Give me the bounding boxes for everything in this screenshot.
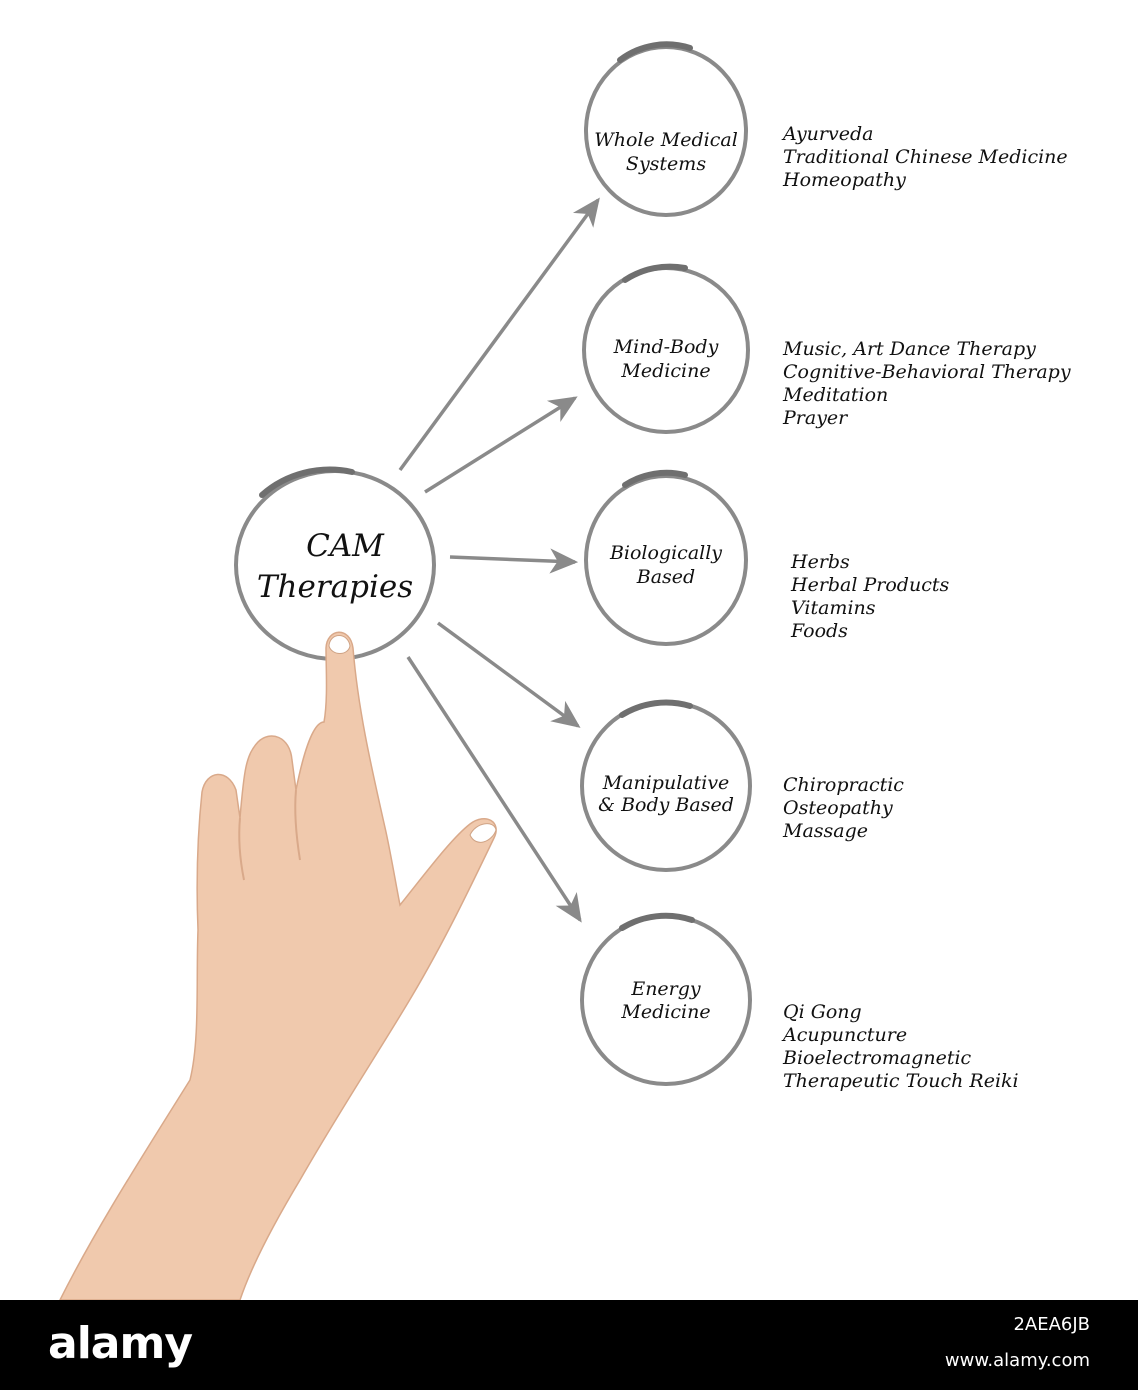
list-item: Vitamins bbox=[791, 597, 876, 619]
footer-logo: alamy bbox=[48, 1318, 193, 1369]
list-item: Meditation bbox=[782, 384, 888, 406]
center-title-line1: CAM bbox=[306, 528, 385, 564]
list-item: Chiropractic bbox=[783, 774, 904, 796]
footer-image-id: 2AEA6JB bbox=[1013, 1314, 1090, 1335]
pointing-hand-icon bbox=[59, 631, 497, 1300]
branch-biologically-based: Biologically Based bbox=[584, 469, 748, 646]
branch-manipulative-body-based: Manipulative & Body Based bbox=[580, 699, 752, 872]
list-item: Herbal Products bbox=[790, 574, 949, 596]
list-item: Traditional Chinese Medicine bbox=[783, 146, 1068, 168]
branch-label-line1: Biologically bbox=[609, 542, 722, 564]
cam-diagram: CAM Therapies Whole Medical Systems Mind… bbox=[59, 41, 1071, 1300]
list-item: Qi Gong bbox=[783, 1001, 862, 1023]
item-list-energy-medicine: Qi Gong Acupuncture Bioelectromagnetic T… bbox=[781, 1001, 1019, 1092]
branch-label-line2: & Body Based bbox=[598, 794, 734, 816]
branch-label-line1: Whole Medical bbox=[594, 129, 738, 151]
branch-label-line2: Medicine bbox=[620, 360, 710, 382]
branch-label-line2: Based bbox=[636, 566, 695, 588]
branch-whole-medical-systems: Whole Medical Systems bbox=[584, 41, 748, 217]
branch-label-line2: Systems bbox=[626, 153, 706, 175]
branch-label-line2: Medicine bbox=[620, 1001, 710, 1023]
branch-label-line1: Manipulative bbox=[602, 772, 730, 794]
watermark-footer: alamy 2AEA6JB www.alamy.com bbox=[0, 1300, 1138, 1390]
branch-label-line1: Energy bbox=[630, 978, 701, 1000]
branch-energy-medicine: Energy Medicine bbox=[580, 912, 752, 1086]
list-item: Bioelectromagnetic bbox=[782, 1047, 972, 1069]
arrow-to-whole-medical bbox=[398, 197, 600, 472]
arrow-to-energy-medicine bbox=[406, 656, 582, 923]
branch-label-line1: Mind-Body bbox=[613, 336, 719, 358]
item-list-manipulative: Chiropractic Osteopathy Massage bbox=[782, 774, 904, 842]
center-node: CAM Therapies bbox=[234, 466, 436, 661]
arrow-to-biologically-based bbox=[449, 548, 579, 574]
center-title-line2: Therapies bbox=[257, 569, 413, 605]
list-item: Cognitive-Behavioral Therapy bbox=[783, 361, 1071, 383]
list-item: Herbs bbox=[790, 551, 850, 573]
list-item: Music, Art Dance Therapy bbox=[782, 338, 1036, 360]
item-list-biologically-based: Herbs Herbal Products Vitamins Foods bbox=[790, 551, 949, 642]
list-item: Massage bbox=[782, 820, 868, 842]
list-item: Prayer bbox=[782, 407, 849, 429]
item-list-whole-medical: Ayurveda Traditional Chinese Medicine Ho… bbox=[781, 123, 1068, 191]
list-item: Ayurveda bbox=[781, 123, 873, 145]
branch-mind-body-medicine: Mind-Body Medicine bbox=[582, 263, 750, 434]
item-list-mind-body: Music, Art Dance Therapy Cognitive-Behav… bbox=[782, 338, 1071, 429]
footer-url: www.alamy.com bbox=[944, 1350, 1090, 1371]
connector-arrows bbox=[398, 197, 600, 923]
list-item: Foods bbox=[790, 620, 848, 642]
arrow-to-mind-body bbox=[424, 396, 578, 494]
list-item: Acupuncture bbox=[781, 1024, 907, 1046]
list-item: Therapeutic Touch Reiki bbox=[783, 1070, 1019, 1092]
list-item: Homeopathy bbox=[782, 169, 906, 191]
list-item: Osteopathy bbox=[783, 797, 893, 819]
arrow-to-manipulative bbox=[436, 621, 581, 728]
